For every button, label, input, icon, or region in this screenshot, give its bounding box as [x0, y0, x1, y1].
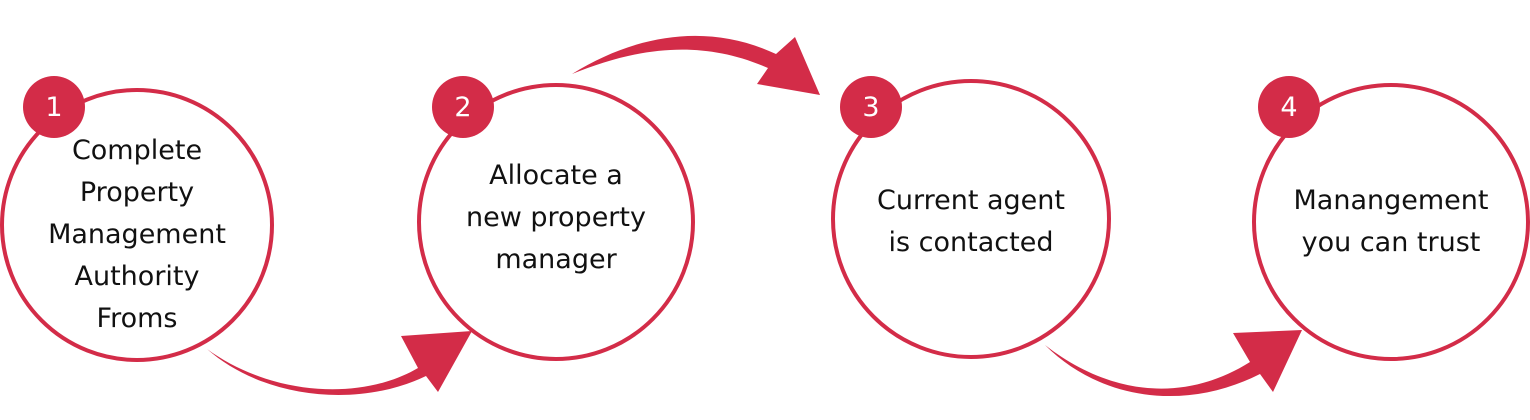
arrow-2-to-3: [572, 35, 820, 95]
step-4-badge: 4: [1258, 76, 1320, 138]
step-1-badge: 1: [23, 76, 85, 138]
step-1-label: Complete Property Management Authority F…: [48, 135, 226, 334]
step-1-circle: [0, 88, 274, 362]
step-3-badge: 3: [840, 76, 902, 138]
step-2-badge: 2: [432, 76, 494, 138]
step-3-circle: [831, 79, 1111, 359]
step-4-circle: [1252, 83, 1530, 361]
arrow-3-to-4: [1045, 330, 1302, 397]
step-2-circle: [417, 83, 695, 361]
step-4-label: Manangement you can trust: [1293, 185, 1489, 258]
arrow-1-to-2: [207, 331, 472, 396]
step-2-label: Allocate a new property manager: [466, 160, 646, 275]
step-3-label: Current agent is contacted: [877, 185, 1065, 258]
